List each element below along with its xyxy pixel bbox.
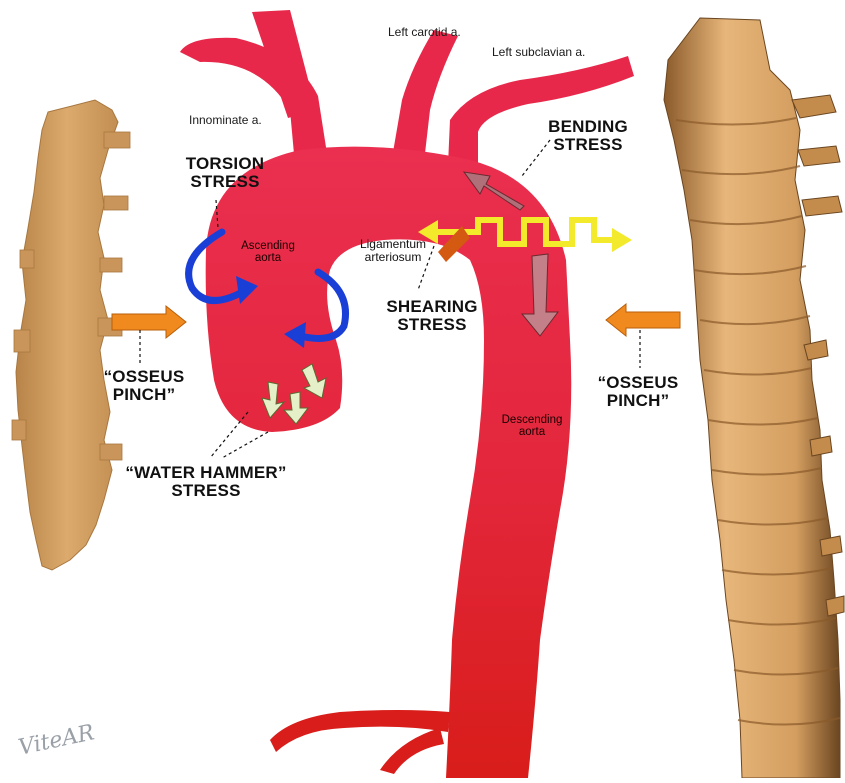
left-subclavian-label: Left subclavian a.	[492, 46, 585, 59]
ligamentum-label: Ligamentum arteriosum	[352, 238, 434, 263]
shearing-stress-label: SHEARING STRESS	[378, 298, 486, 334]
water-hammer-stress-label: “WATER HAMMER” STRESS	[110, 464, 302, 500]
spine-bone	[664, 18, 844, 778]
left-carotid-label: Left carotid a.	[388, 26, 461, 39]
osseus-pinch-left-label: “OSSEUS PINCH”	[96, 368, 192, 404]
bending-stress-label: BENDING STRESS	[542, 118, 634, 154]
ascending-aorta-label: Ascending aorta	[232, 240, 304, 264]
osseus-pinch-right-label: “OSSEUS PINCH”	[590, 374, 686, 410]
torsion-stress-label: TORSION STRESS	[180, 155, 270, 191]
descending-aorta-label: Descending aorta	[498, 414, 566, 438]
osseus-pinch-arrow-left	[112, 306, 186, 338]
innominate-label: Innominate a.	[189, 114, 262, 127]
osseus-pinch-arrow-right	[606, 304, 680, 336]
